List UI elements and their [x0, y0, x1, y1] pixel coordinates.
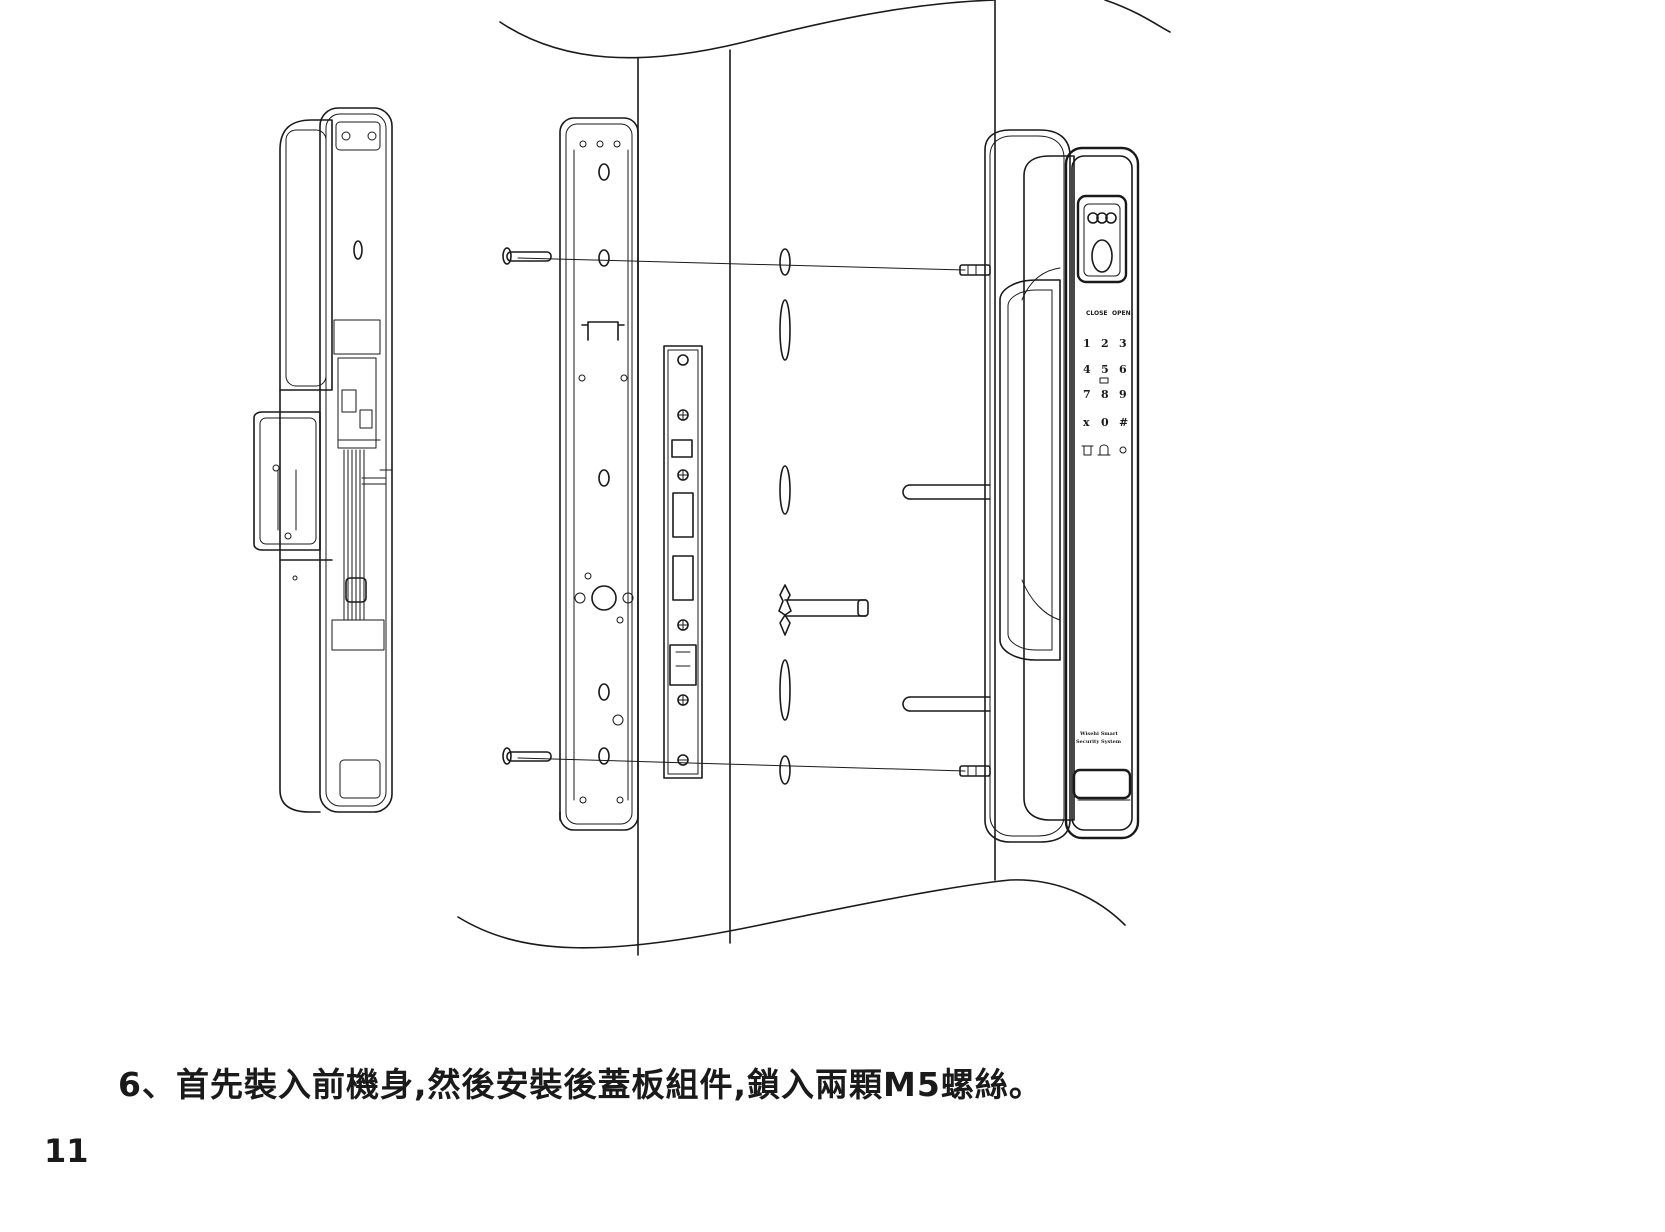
keypad: CLOSE OPEN 1 2 3 4 5 6 7 8 9 x 0 #: [1081, 310, 1131, 456]
m5-screws: [502, 247, 966, 772]
front-lock-body: [984, 129, 1140, 843]
trash-icon: [1081, 445, 1094, 456]
key-7: 7: [1083, 388, 1091, 401]
key-0: 0: [1101, 416, 1109, 429]
mounting-posts: [902, 264, 991, 777]
installation-diagram: CLOSE OPEN 1 2 3 4 5 6 7 8 9 x 0 # Wiseh…: [253, 0, 1171, 956]
page-number: 11: [44, 1132, 89, 1170]
key-x: x: [1083, 416, 1090, 429]
open-label: OPEN: [1112, 310, 1131, 317]
key-hole-icon: [1119, 446, 1127, 454]
key-8: 8: [1101, 388, 1109, 401]
key-4: 4: [1083, 363, 1091, 376]
bell-icon: [1097, 444, 1111, 456]
brand-line-1: Wisehi Smart: [1079, 731, 1118, 737]
back-cover-plate: [559, 117, 639, 831]
key-9: 9: [1119, 388, 1127, 401]
brand-line-2: Security System: [1076, 739, 1122, 745]
key-6: 6: [1119, 363, 1127, 376]
door-outline: [457, 0, 1171, 956]
mortise-lock-faceplate: [663, 345, 703, 779]
key-2: 2: [1101, 337, 1109, 350]
close-label: CLOSE: [1086, 310, 1108, 317]
key-1: 1: [1083, 337, 1091, 350]
instruction-caption: 6、首先裝入前機身,然後安裝後蓋板組件,鎖入兩顆M5螺絲。: [118, 1065, 1043, 1104]
card-reader-icon: [1099, 377, 1109, 384]
key-hash: #: [1119, 416, 1128, 429]
rear-body-assembly: [253, 107, 393, 813]
key-5: 5: [1101, 363, 1109, 376]
key-3: 3: [1119, 337, 1127, 350]
spindle: [784, 599, 869, 617]
